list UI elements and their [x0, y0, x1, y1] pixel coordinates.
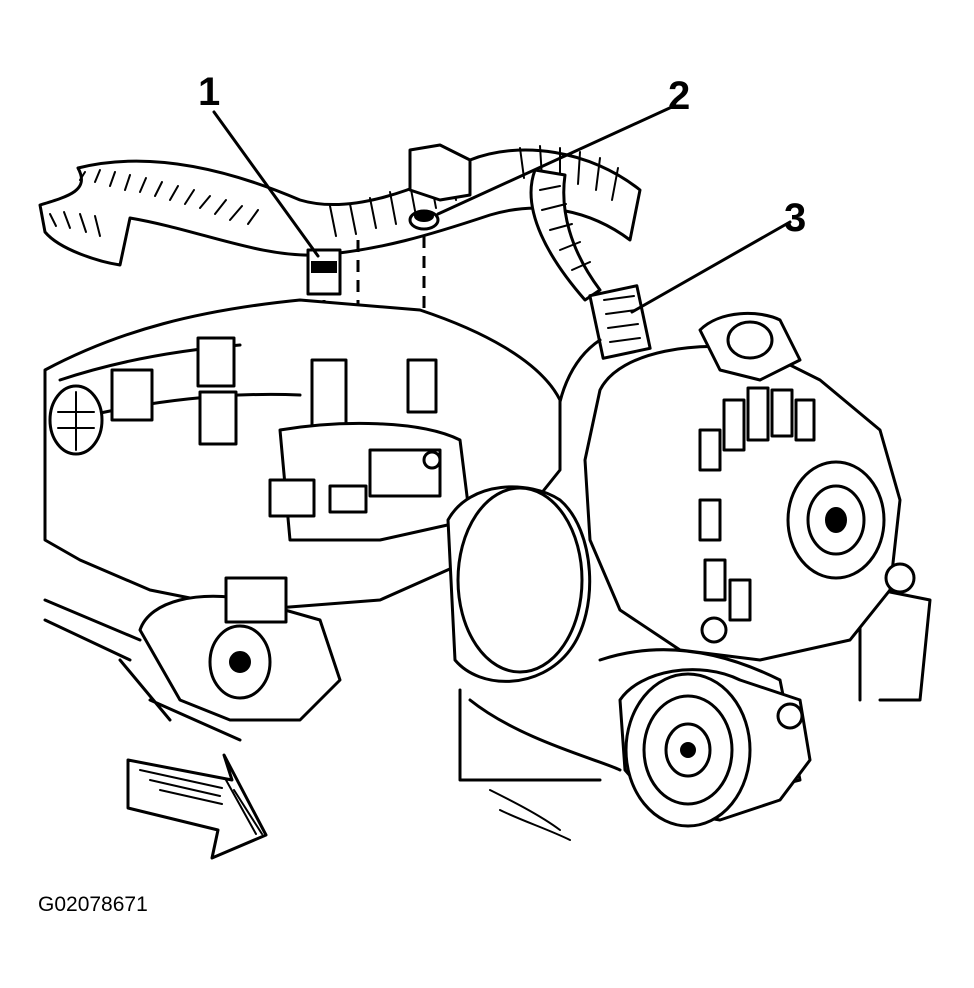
nut-2: [408, 209, 440, 320]
leader-lines: [212, 104, 792, 314]
callout-2-label: 2: [668, 74, 691, 118]
wiring-harness: [38, 143, 642, 302]
callout-1-label: 1: [198, 70, 221, 114]
alternator: [583, 311, 916, 662]
callout-3-label: 3: [784, 196, 807, 240]
figure-id: G02078671: [38, 893, 148, 916]
pulley: [618, 668, 812, 828]
throttle-body: [446, 485, 592, 683]
front-direction-arrow-icon: [126, 753, 268, 860]
motor: [138, 576, 342, 722]
